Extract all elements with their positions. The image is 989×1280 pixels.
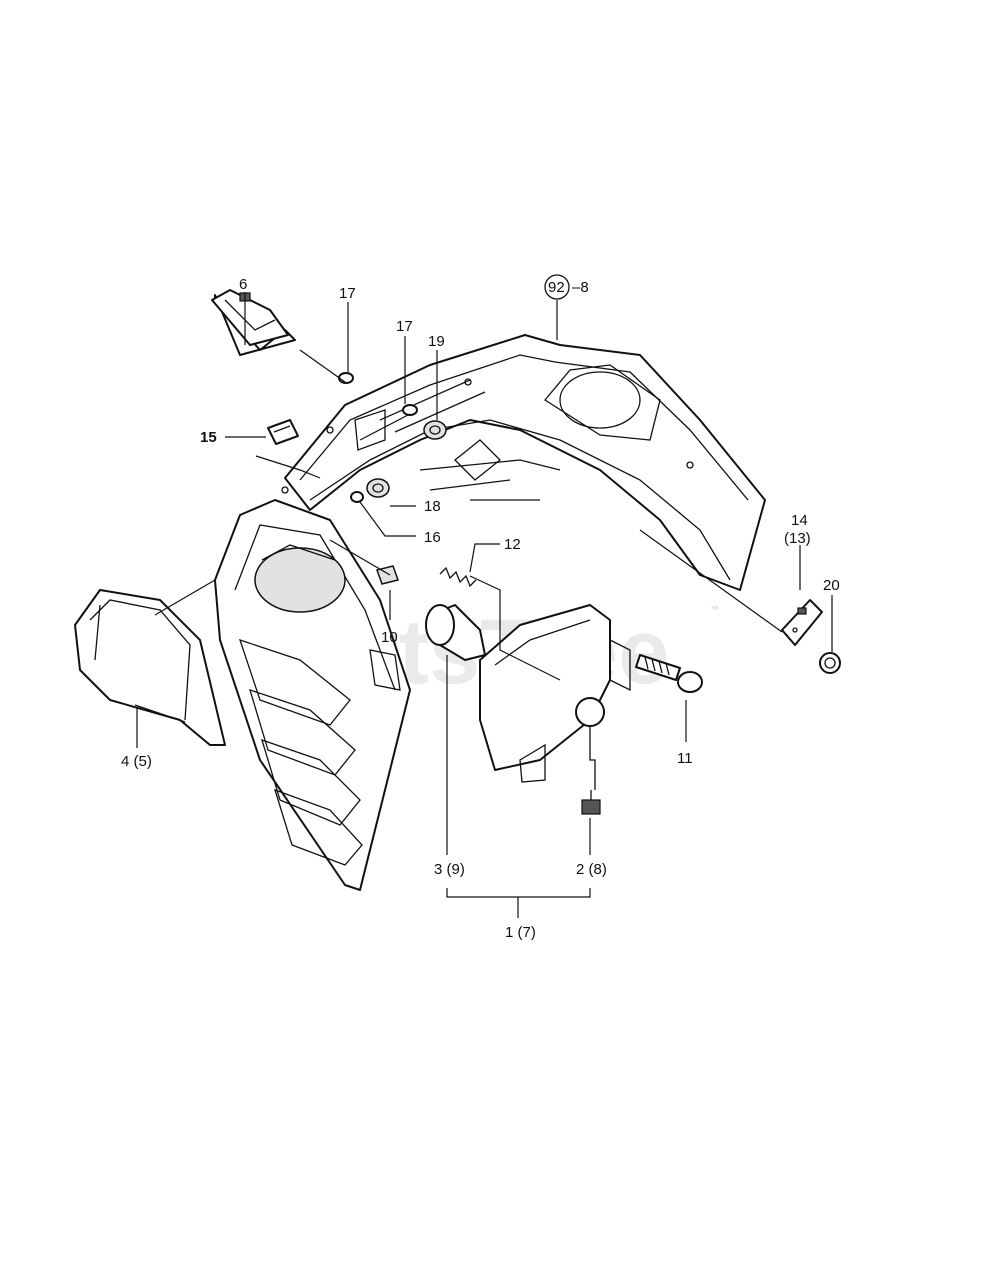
part-19-grommet xyxy=(423,420,447,440)
callout-4: 4 (5) xyxy=(121,753,152,770)
part-11-bolt xyxy=(635,654,703,693)
callout-8: –8 xyxy=(572,279,589,296)
callout-20: 20 xyxy=(823,577,840,594)
part-3-bulb xyxy=(425,604,486,661)
part-18-grommet xyxy=(366,478,390,498)
callout-1: 1 (7) xyxy=(505,924,536,941)
callout-16: 16 xyxy=(424,529,441,546)
callout-18: 18 xyxy=(424,498,441,515)
callout-92-circle xyxy=(544,274,570,300)
callout-15: 15 xyxy=(200,429,217,446)
part-14-plate xyxy=(781,599,823,646)
part-17-washer-b xyxy=(402,404,418,416)
callout-11: 11 xyxy=(677,750,693,767)
leader-lines xyxy=(136,292,833,918)
watermark-trademark: ™ xyxy=(710,604,719,614)
callout-17-a: 17 xyxy=(339,285,356,302)
callout-19: 19 xyxy=(428,333,445,350)
callout-labels: 6 17 17 19 92 –8 15 18 16 12 10 14 (13) … xyxy=(121,274,840,941)
callout-10: 10 xyxy=(381,629,398,646)
part-15-clip xyxy=(267,419,299,445)
part-6-lens xyxy=(211,289,296,356)
part-17-washer-a xyxy=(338,372,354,384)
callout-3: 3 (9) xyxy=(434,861,465,878)
callout-92: 92 xyxy=(548,279,565,296)
callout-12: 12 xyxy=(504,536,521,553)
part-4-headlight-lens xyxy=(74,589,226,746)
callout-2: 2 (8) xyxy=(576,861,607,878)
callout-14: 14 xyxy=(791,512,808,529)
part-12-spring xyxy=(439,566,477,588)
part-16-washer xyxy=(350,491,364,503)
part-2-socket xyxy=(575,697,605,815)
part-1-headlight-assembly xyxy=(479,604,631,783)
callout-13: (13) xyxy=(784,530,811,547)
callout-6: 6 xyxy=(239,276,247,293)
callout-17-b: 17 xyxy=(396,318,413,335)
part-20-clip xyxy=(819,652,841,674)
